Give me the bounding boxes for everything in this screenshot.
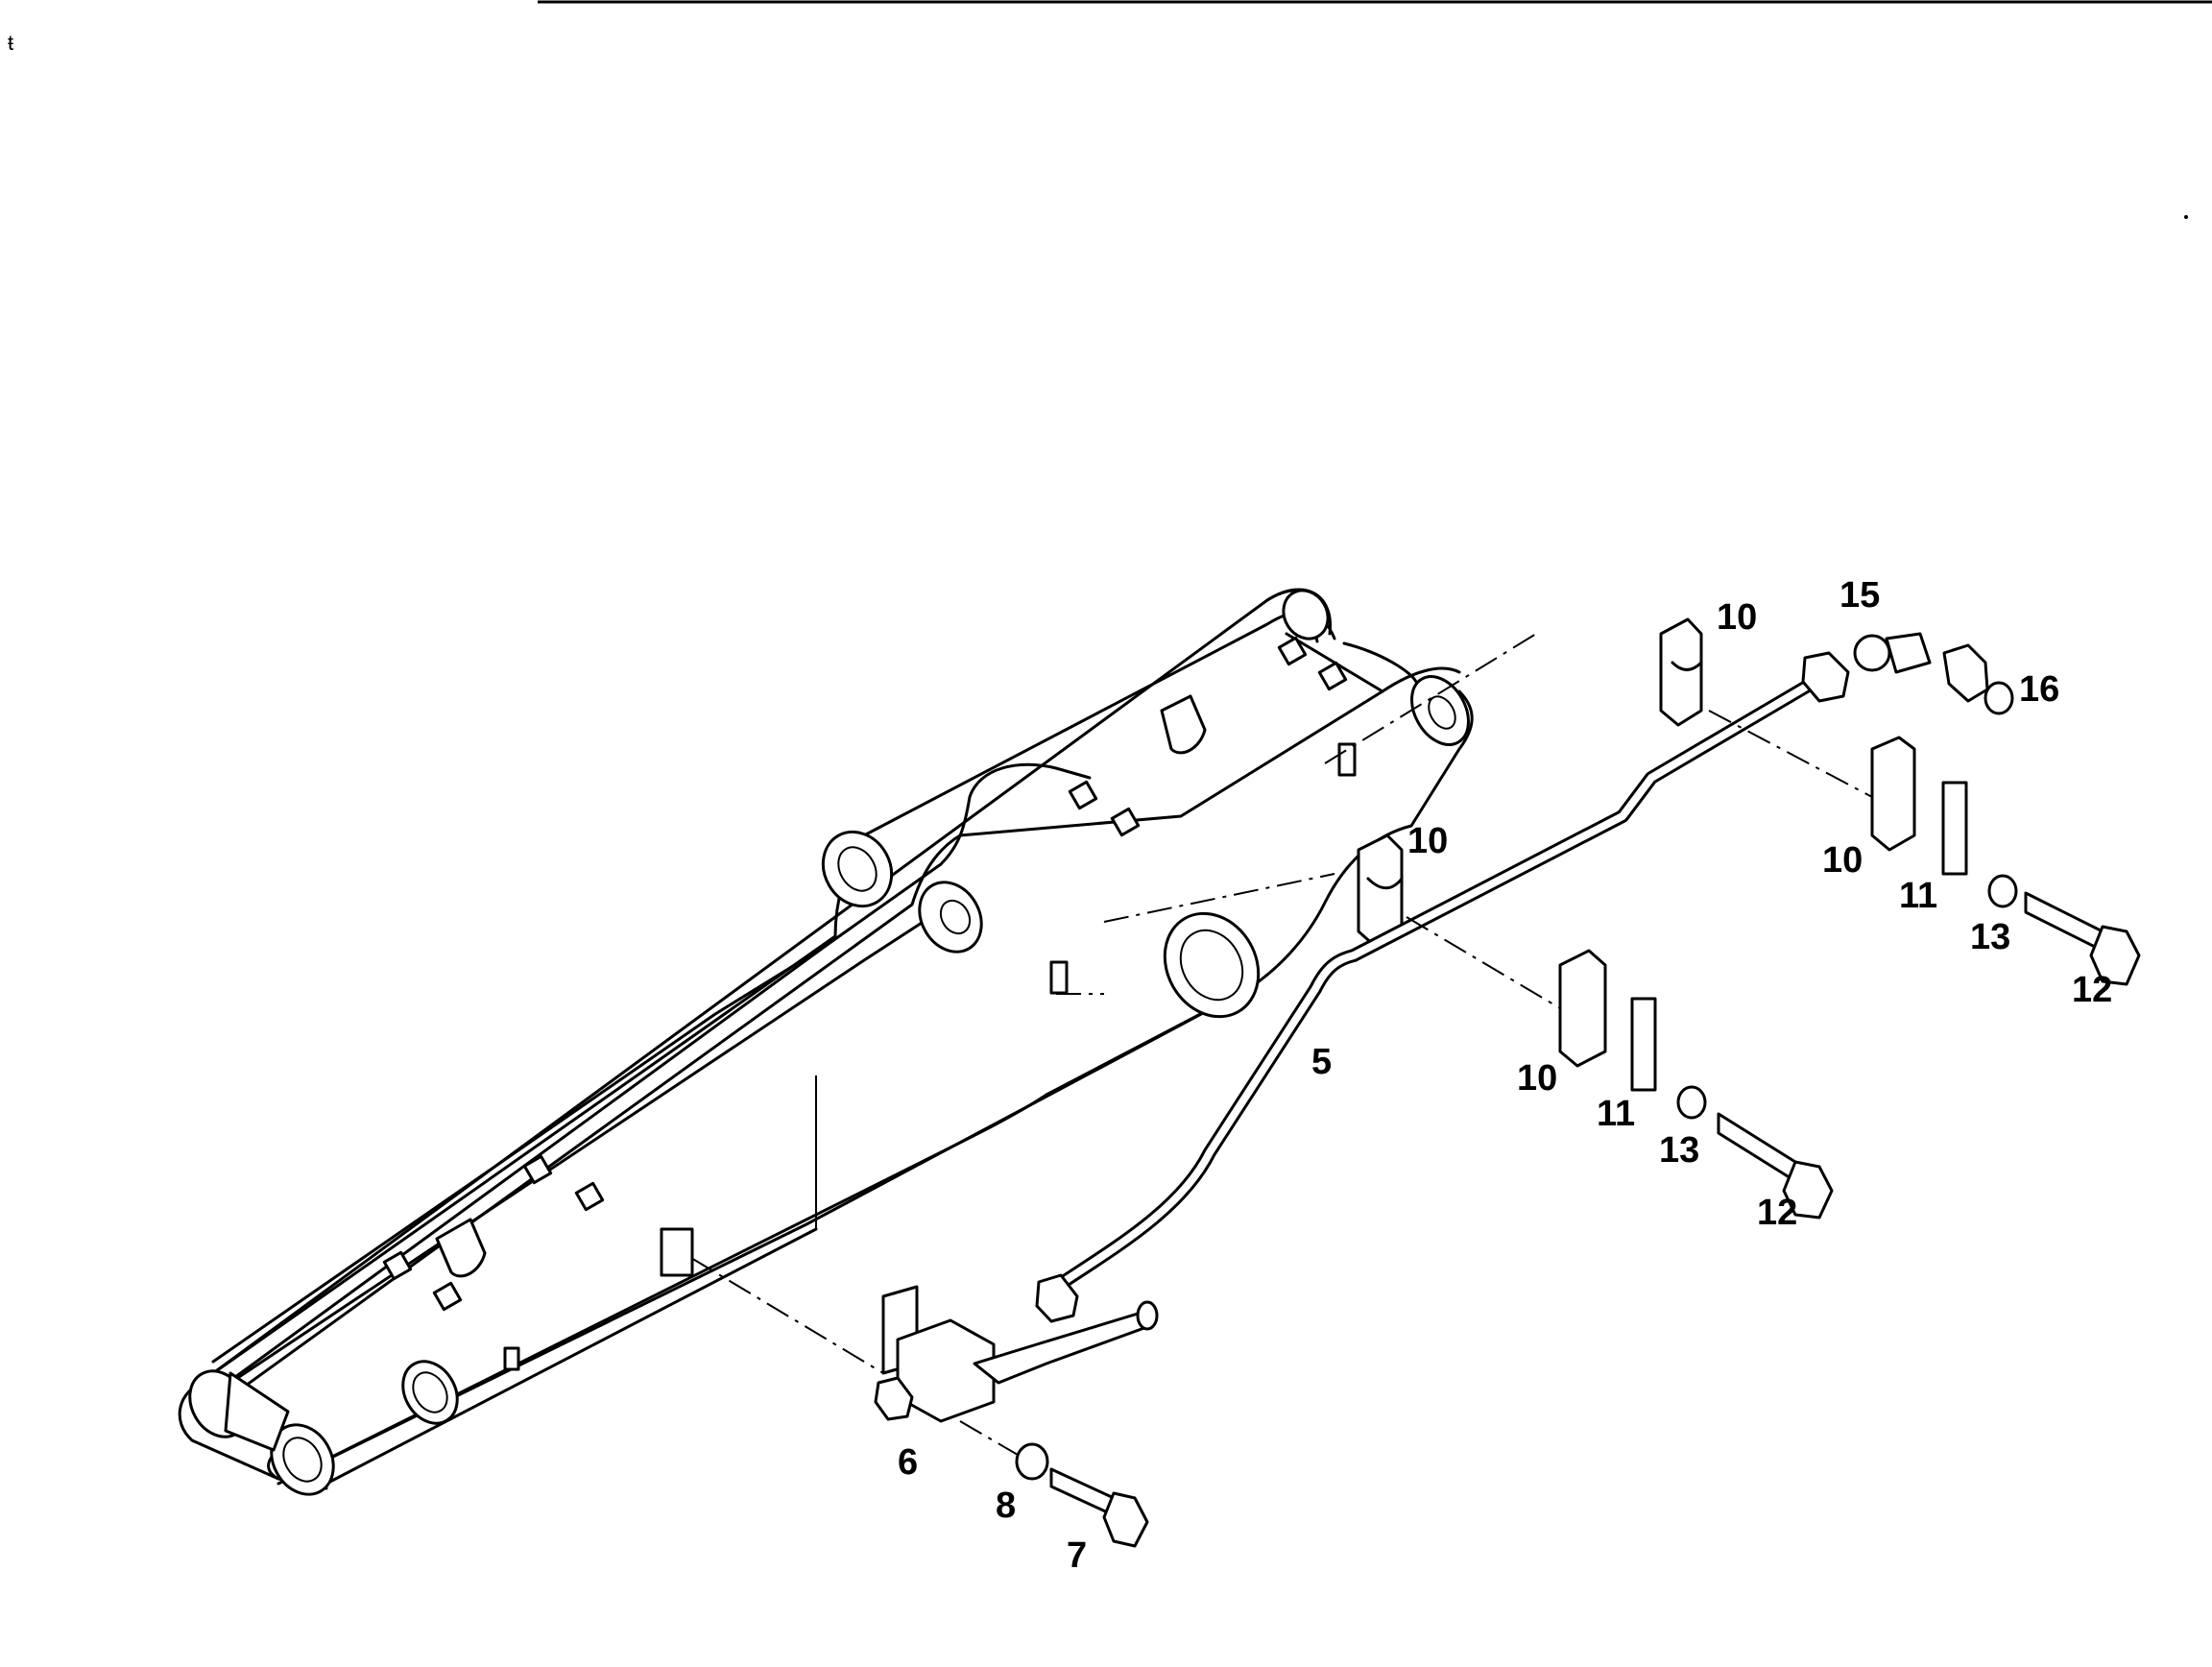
callout-11a: 11 [1899,876,1937,916]
fitting-16 [1942,643,2014,715]
callout-13a: 13 [1970,917,2010,957]
callout-10b: 10 [1407,821,1448,861]
boom-pivots [821,589,1470,1019]
callout-7: 7 [1067,1535,1087,1576]
clamp-set-upper [1659,617,2141,986]
callout-12b: 12 [1757,1193,1797,1233]
assembly-lines [690,633,1873,1456]
fitting-15 [1853,632,1932,674]
callout-13b: 13 [1659,1130,1699,1171]
tube-assembly [1035,651,1850,1323]
corner-speck: ŧ [8,31,13,55]
boom-arm [204,588,1474,1490]
callout-11b: 11 [1597,1094,1635,1134]
clamp-set-lower [1558,949,1834,1220]
callout-10c: 10 [1822,840,1863,881]
boom-lugs [382,636,1357,1371]
callout-16: 16 [2019,669,2059,710]
callout-6: 6 [898,1442,918,1483]
speck [2184,215,2188,219]
washer-8 [1015,1442,1049,1481]
bolt-7 [1049,1467,1149,1548]
callout-5: 5 [1311,1042,1332,1082]
callout-10a: 10 [1717,597,1757,638]
boom-nose [178,1360,459,1496]
callout-15: 15 [1839,575,1880,616]
callout-12a: 12 [2072,970,2112,1010]
callout-8: 8 [996,1486,1016,1526]
callout-10d: 10 [1517,1058,1557,1099]
valve-assembly [874,1285,1159,1423]
